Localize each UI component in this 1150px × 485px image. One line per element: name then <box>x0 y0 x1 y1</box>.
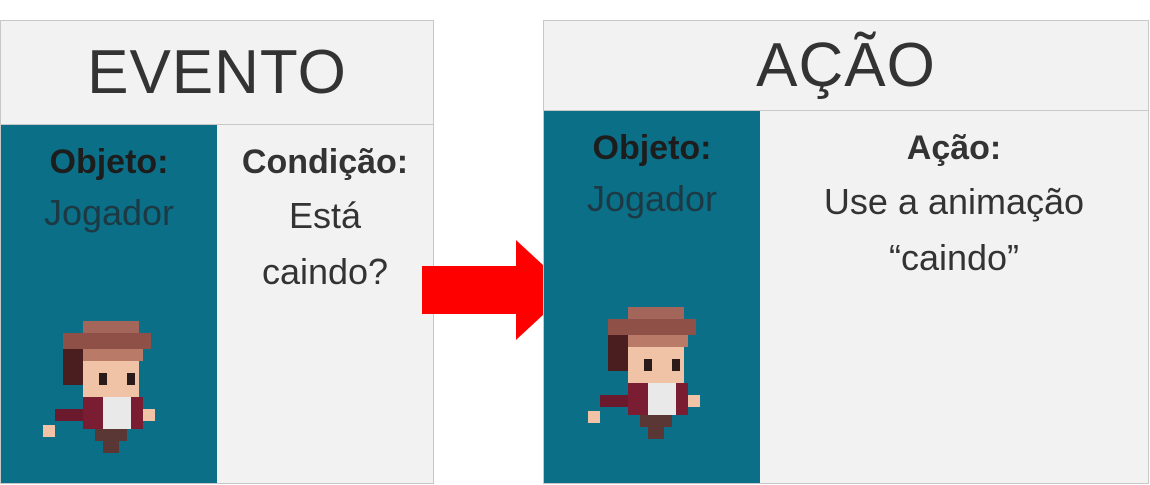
evento-object-value: Jogador <box>43 192 175 233</box>
acao-action-value: Use a animação “caindo” <box>823 181 1085 278</box>
acao-action-column: Ação: Use a animação “caindo” <box>760 111 1148 483</box>
acao-object-heading: Objeto: <box>592 129 712 167</box>
acao-object-value: Jogador <box>586 178 718 219</box>
evento-condition-value: Está caindo? <box>261 195 389 292</box>
player-character-sprite-icon <box>588 307 700 439</box>
evento-panel: EVENTO Objeto: Jogador Condição: Está ca… <box>0 20 434 484</box>
evento-title: EVENTO <box>1 21 433 125</box>
evento-object-heading: Objeto: <box>49 143 169 181</box>
acao-action-heading: Ação: <box>906 129 1002 167</box>
evento-condition-heading: Condição: <box>241 143 409 181</box>
evento-condition-column: Condição: Está caindo? <box>217 125 433 483</box>
arrow-right-icon <box>422 240 570 340</box>
acao-panel: AÇÃO Objeto: Jogador Ação: Use a animaçã… <box>543 20 1149 484</box>
acao-title: AÇÃO <box>544 21 1148 111</box>
player-character-sprite-icon <box>43 321 155 453</box>
